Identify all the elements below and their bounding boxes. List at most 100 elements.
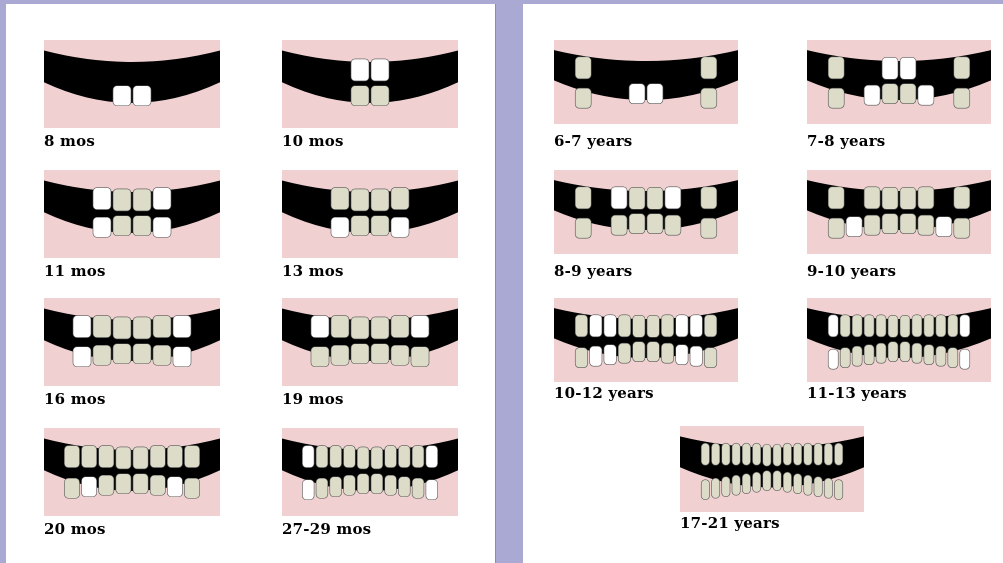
lower-tooth (752, 472, 760, 492)
stage-label: 27-29 mos (282, 520, 371, 538)
lower-tooth (316, 478, 328, 498)
upper-tooth (701, 57, 717, 79)
mouth-diagram (807, 40, 991, 124)
upper-tooth (426, 446, 438, 468)
lower-tooth (835, 480, 843, 500)
lower-tooth (852, 346, 862, 366)
lower-tooth (575, 88, 591, 108)
upper-tooth (804, 443, 812, 465)
stage-label: 13 mos (282, 262, 344, 280)
stage-label: 9-10 years (807, 262, 896, 280)
lower-tooth (876, 343, 886, 363)
lower-tooth (783, 472, 791, 492)
lower-tooth (773, 471, 781, 491)
lower-tooth (357, 474, 369, 494)
upper-tooth (116, 447, 131, 469)
lower-tooth (647, 342, 659, 362)
upper-tooth (575, 315, 587, 337)
upper-tooth (701, 443, 709, 465)
lower-tooth (918, 85, 934, 105)
lower-tooth (64, 478, 79, 498)
lower-tooth (912, 343, 922, 363)
lower-tooth (804, 475, 812, 495)
stage-6-7-years: 6-7 years (554, 40, 738, 124)
mouth-diagram (44, 40, 220, 128)
lower-tooth (629, 84, 645, 104)
lower-tooth (385, 475, 397, 495)
lower-tooth (351, 216, 369, 236)
upper-tooth (676, 315, 688, 337)
lower-tooth (840, 348, 850, 368)
stage-label: 7-8 years (807, 132, 885, 150)
stage-label: 16 mos (44, 390, 106, 408)
lower-tooth (426, 480, 438, 500)
upper-tooth (912, 315, 922, 337)
upper-tooth (960, 315, 970, 337)
lower-tooth (99, 475, 114, 495)
upper-tooth (330, 446, 342, 468)
lower-tooth (701, 480, 709, 500)
upper-tooth (647, 315, 659, 337)
upper-tooth (661, 315, 673, 337)
upper-tooth (302, 446, 314, 468)
upper-tooth (99, 446, 114, 468)
lower-tooth (954, 218, 970, 238)
lower-tooth (113, 344, 131, 364)
mouth-diagram (282, 170, 458, 258)
lower-tooth (828, 349, 838, 369)
mouth-diagram (44, 428, 220, 516)
lower-tooth (93, 345, 111, 365)
upper-tooth (828, 57, 844, 79)
lower-tooth (948, 348, 958, 368)
upper-tooth (918, 187, 934, 209)
upper-tooth (82, 446, 97, 468)
upper-tooth (391, 316, 409, 338)
lower-tooth (575, 218, 591, 238)
upper-tooth (575, 57, 591, 79)
lower-tooth (742, 474, 750, 494)
upper-tooth (611, 187, 627, 209)
lower-tooth (888, 342, 898, 362)
lower-tooth (918, 215, 934, 235)
lower-tooth (412, 478, 424, 498)
lower-tooth (311, 347, 329, 367)
right-panel: 6-7 years 7-8 years 8-9 years 9-10 years… (523, 4, 1003, 563)
stage-label: 10-12 years (554, 384, 654, 402)
upper-tooth (150, 446, 165, 468)
lower-tooth (611, 215, 627, 235)
upper-tooth (344, 446, 356, 468)
upper-tooth (590, 315, 602, 337)
upper-tooth (604, 315, 616, 337)
lower-tooth (828, 218, 844, 238)
stage-8-9-years: 8-9 years (554, 170, 738, 254)
upper-tooth (133, 317, 151, 339)
stage-label: 8-9 years (554, 262, 632, 280)
lower-tooth (150, 475, 165, 495)
lower-tooth (411, 347, 429, 367)
lower-tooth (824, 478, 832, 498)
mouth-diagram (807, 170, 991, 254)
upper-tooth (64, 446, 79, 468)
upper-tooth (773, 444, 781, 466)
upper-tooth (633, 315, 645, 337)
lower-tooth (936, 217, 952, 237)
lower-tooth (604, 345, 616, 365)
lower-tooth (590, 346, 602, 366)
upper-tooth (954, 57, 970, 79)
stage-17-21-years: 17-21 years (680, 426, 864, 512)
lower-tooth (676, 345, 688, 365)
mouth-diagram (680, 426, 864, 512)
upper-tooth (882, 187, 898, 209)
lower-tooth (153, 345, 171, 365)
lower-tooth (690, 346, 702, 366)
lower-tooth (133, 474, 148, 494)
stage-27-29-mos: 27-29 mos (282, 428, 458, 516)
lower-tooth (900, 214, 916, 234)
upper-tooth (73, 316, 91, 338)
stage-label: 6-7 years (554, 132, 632, 150)
mouth-diagram (44, 170, 220, 258)
lower-tooth (391, 345, 409, 365)
upper-tooth (783, 443, 791, 465)
upper-tooth (936, 315, 946, 337)
lower-tooth (371, 474, 383, 494)
